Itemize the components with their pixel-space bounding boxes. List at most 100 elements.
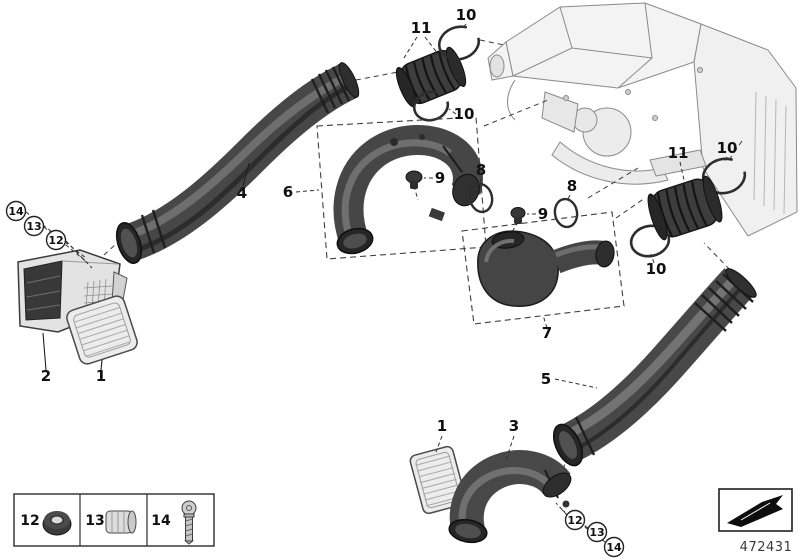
circled-callout-14-top: 14 — [5, 200, 27, 222]
circled-label: 13 — [589, 526, 604, 539]
part-11-bellows-right — [647, 175, 723, 241]
circled-label: 12 — [48, 234, 63, 247]
callout-1-left: 1 — [96, 367, 106, 385]
bellows-end — [647, 193, 668, 241]
hanging-bracket — [507, 79, 516, 121]
resonator-pot — [477, 230, 559, 307]
screw-icon — [181, 500, 197, 545]
duct-body — [559, 268, 754, 463]
callout-2: 2 — [41, 367, 51, 385]
callout-6: 6 — [283, 183, 293, 201]
snorkel-opening — [489, 54, 505, 78]
part-8-oring-left — [468, 182, 494, 214]
callout-3: 3 — [509, 417, 519, 435]
leader-lines-solid — [42, 162, 250, 371]
callout-8-left: 8 — [476, 161, 486, 179]
elbow-outlet — [452, 173, 480, 207]
grommet-icon — [42, 511, 72, 536]
circled-label: 13 — [26, 220, 41, 233]
grille-slats — [415, 455, 462, 507]
air-cleaner-lid — [505, 2, 702, 89]
part-9-cap-left — [405, 170, 423, 189]
scoop-opening — [23, 260, 63, 321]
part-1-grille-left — [66, 295, 138, 365]
direction-arrow-icon — [727, 495, 783, 527]
bellows-end — [445, 46, 467, 87]
legend-fasteners: 12 13 14 — [13, 493, 215, 547]
elbow-flange-bore — [343, 233, 367, 249]
drawing-number: 472431 — [740, 540, 793, 555]
part-1-grille-bottom — [409, 445, 467, 515]
part-3-elbow-duct — [448, 450, 572, 544]
mount-boss — [428, 207, 445, 222]
duct-highlight — [125, 74, 346, 240]
callout-10-mid: 10 — [454, 105, 475, 123]
legend-num-14: 14 — [151, 513, 171, 529]
engine-air-cleaner-assembly — [487, 2, 798, 237]
part-7-dashed-box — [461, 211, 625, 325]
circled-callout-13-bottom: 13 — [586, 521, 608, 543]
legend-num-13: 13 — [85, 513, 104, 529]
elbow-outlet — [542, 472, 572, 498]
elbow-highlight — [458, 467, 553, 528]
callout-5: 5 — [541, 370, 551, 388]
callout-10-top: 10 — [456, 6, 477, 24]
duct-top-end — [725, 268, 757, 298]
part-6-dashed-box — [316, 116, 487, 260]
part-5-air-duct — [552, 268, 757, 467]
sensor-boss — [419, 134, 425, 140]
sleeve-icon — [105, 510, 137, 534]
filter-housing — [693, 23, 798, 237]
callout-7: 7 — [542, 324, 552, 342]
part-9-cap-right — [510, 207, 526, 224]
elbow-bottom-bore — [455, 523, 481, 539]
callout-11-right: 11 — [668, 144, 689, 162]
duct-body — [123, 63, 357, 262]
circled-callout-14-bottom: 14 — [603, 536, 625, 558]
duct-end-bore — [120, 228, 138, 258]
circled-callout-13-top: 13 — [23, 215, 45, 237]
circled-label: 14 — [606, 541, 622, 554]
circled-label: 12 — [567, 514, 582, 527]
callout-9-left: 9 — [435, 169, 445, 187]
legend-num-12: 12 — [20, 513, 39, 529]
callout-11-top: 11 — [411, 19, 432, 37]
charge-pipe — [551, 141, 669, 185]
scoop-louvers — [26, 275, 61, 311]
part-10-snap-ring-lower — [629, 224, 671, 258]
callout-9-right: 9 — [538, 205, 548, 223]
part-7-group — [461, 211, 625, 325]
part-4-air-duct — [115, 62, 360, 265]
circled-callout-12-top: 12 — [45, 229, 67, 251]
duct-highlight — [562, 274, 739, 441]
circled-label: 14 — [8, 205, 24, 218]
callout-10-lower: 10 — [646, 260, 667, 278]
duct-shadow — [133, 83, 352, 254]
circled-callout-12-bottom: 12 — [564, 509, 586, 531]
duct-end-bore — [559, 431, 577, 459]
part-10-snap-ring-mid — [412, 90, 450, 122]
callout-8-right: 8 — [567, 177, 577, 195]
leader-lines-dashed — [25, 23, 728, 543]
part-8-oring-right — [553, 197, 579, 229]
callout-10-right: 10 — [717, 139, 738, 157]
bellows-ribs — [656, 181, 708, 237]
position-symbol-box — [718, 488, 793, 532]
part-10-snap-ring-top — [437, 25, 481, 61]
bolt-heads — [563, 67, 703, 121]
corrugation-ribs — [574, 273, 754, 456]
housing-ribs — [753, 91, 787, 215]
engine-bracket — [541, 91, 579, 133]
sensor-boss — [390, 138, 398, 146]
duct-shadow — [571, 285, 744, 453]
part-6-group — [316, 116, 487, 260]
duct-top-end — [338, 62, 360, 98]
bellows-end — [702, 175, 723, 223]
resonator-highlight — [484, 238, 515, 263]
part-11-bellows-top — [395, 46, 467, 108]
lid-ridge — [571, 47, 653, 59]
elbow-highlight — [341, 139, 453, 240]
grille-slats — [74, 306, 132, 357]
